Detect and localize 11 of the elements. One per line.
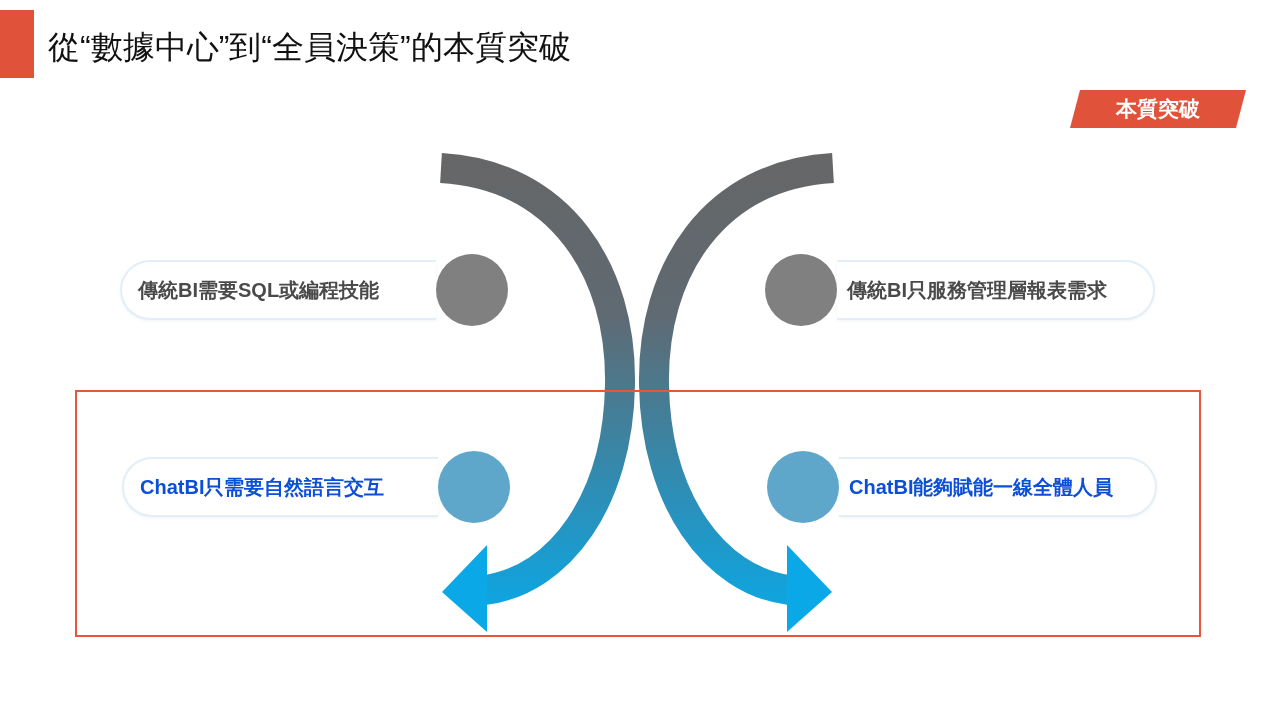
slide-title: 從“數據中心”到“全員決策”的本質突破 <box>48 28 571 67</box>
statement-pill <box>120 260 436 320</box>
statement-text: 傳統BI需要SQL或編程技能 <box>138 277 380 303</box>
statement-pill <box>837 260 1155 320</box>
statement-text: ChatBI能夠賦能一線全體人員 <box>849 474 1114 500</box>
statement-pill <box>839 457 1157 517</box>
statement-pill <box>122 457 438 517</box>
frame-box <box>75 390 1201 637</box>
statement-text: ChatBI只需要自然語言交互 <box>140 474 385 500</box>
statement-text: 傳統BI只服務管理層報表需求 <box>847 277 1107 303</box>
section-tag: 本質突破 <box>1070 90 1246 128</box>
